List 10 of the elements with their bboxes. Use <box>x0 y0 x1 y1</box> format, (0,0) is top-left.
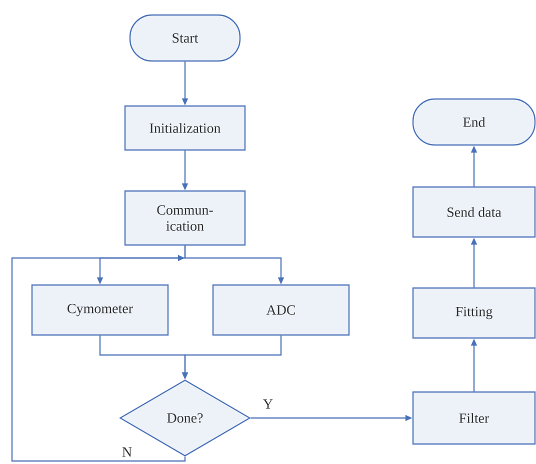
process-box: Send data <box>412 186 536 238</box>
process-box: Filter <box>412 391 536 445</box>
process-box: Fitting <box>412 287 536 339</box>
process-box: Initialization <box>124 105 246 151</box>
arrow <box>11 254 186 462</box>
edge-label: N <box>120 446 134 458</box>
edge-label: Y <box>262 398 274 410</box>
process-box: Cymometer <box>31 284 169 336</box>
process-box: Commun- ication <box>124 190 246 246</box>
process-box: ADC <box>212 284 350 336</box>
